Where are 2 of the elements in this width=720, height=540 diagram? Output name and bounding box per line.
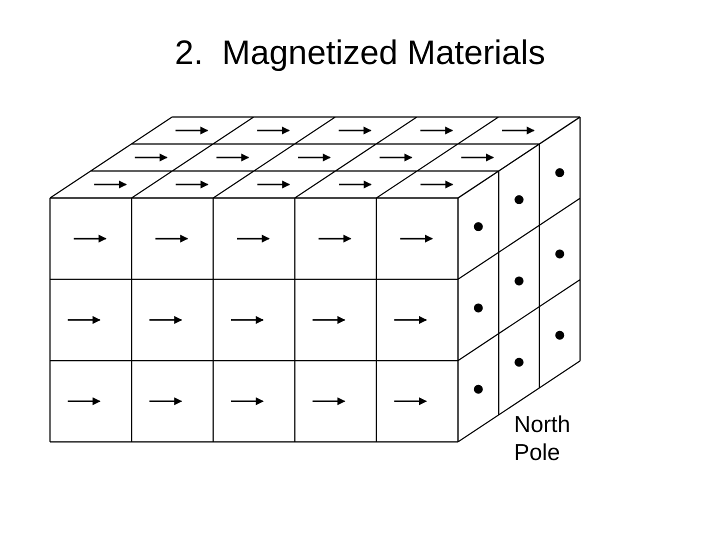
pole-label: North Pole	[514, 410, 572, 466]
title: 2. Magnetized Materials	[174, 34, 546, 73]
